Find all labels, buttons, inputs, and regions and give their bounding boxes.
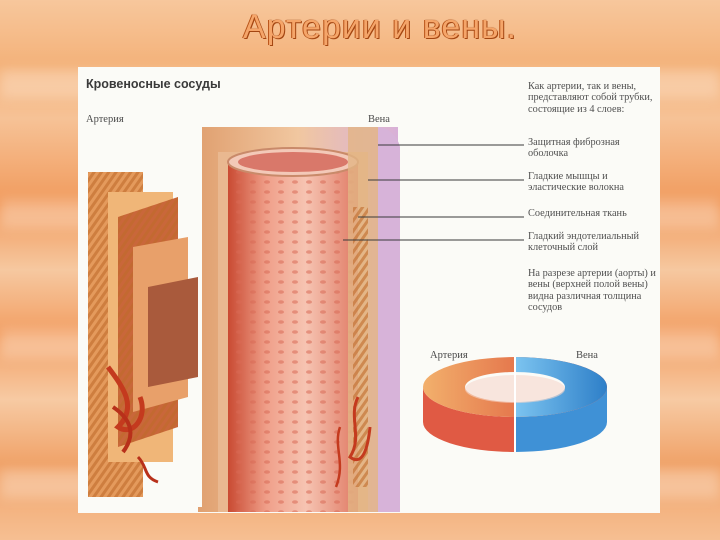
annotation-connective-tissue: Соединительная ткань <box>528 208 627 219</box>
annotation-endothelium: Гладкий эндотелиальный клеточный слой <box>528 231 640 254</box>
artery-section <box>88 172 198 497</box>
annotation-muscle-layer: Гладкие мышцы и эластические волокна <box>528 171 624 194</box>
slide-title: Артерии и вены. <box>243 8 517 46</box>
annotation-intro: Как артерии, так и вены, представляют со… <box>528 81 653 115</box>
cross-section-ring <box>423 357 607 452</box>
ring-artery-label: Артерия <box>430 350 468 361</box>
vein-label: Вена <box>368 114 390 125</box>
annotation-fibrous-layer: Защитная фиброзная оболочка <box>528 137 620 160</box>
artery-label: Артерия <box>86 114 124 125</box>
vessel-cylinder <box>198 122 400 512</box>
vessel-figure: Кровеносные сосуды Артерия Вена Как арте… <box>78 67 660 513</box>
leader-lines <box>343 144 524 241</box>
annotation-cross-section: На разрезе артерии (аорты) и вены (верхн… <box>528 268 656 313</box>
figure-heading: Кровеносные сосуды <box>86 77 221 91</box>
ring-vein-label: Вена <box>576 350 598 361</box>
vessel-illustration <box>88 122 607 512</box>
